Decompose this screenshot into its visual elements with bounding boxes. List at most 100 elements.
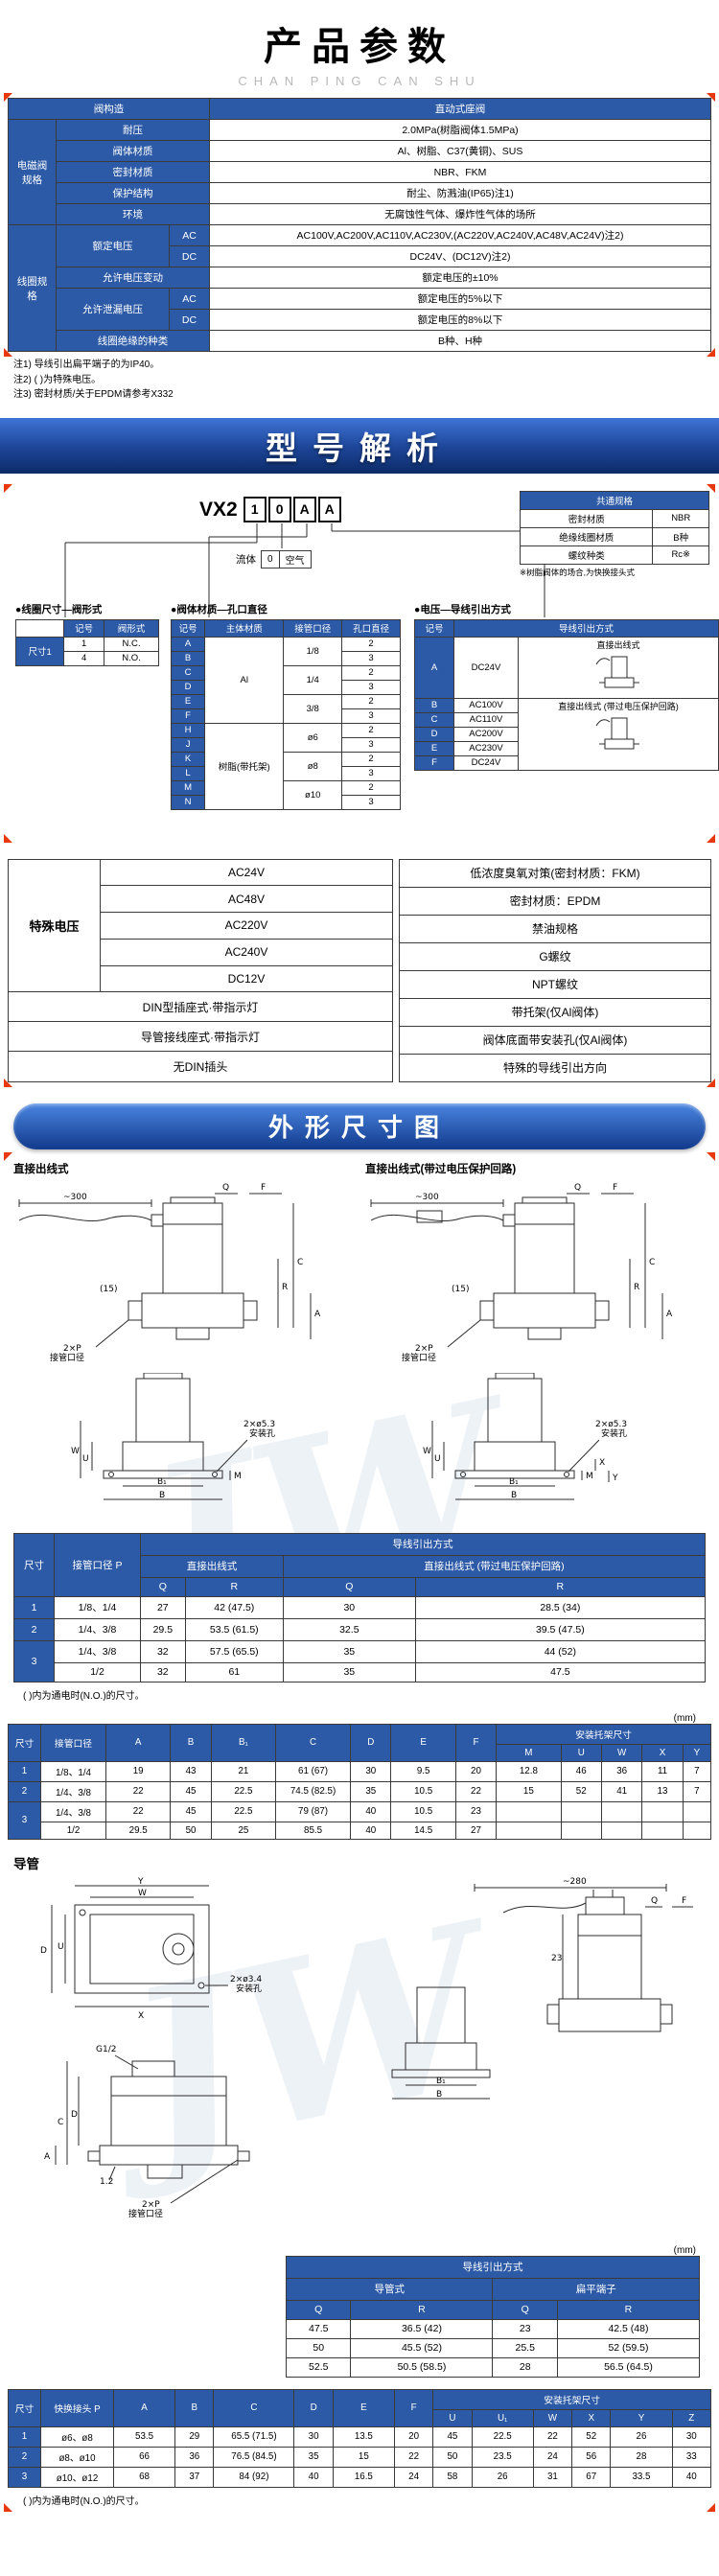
value-cell: 31 (532, 2466, 573, 2488)
spec-sublabel: AC (169, 288, 210, 310)
size-cell: 2 (13, 1617, 55, 1641)
special-extra-row: 无DIN插头 (8, 1051, 393, 1082)
port-cell: ø10 (283, 779, 343, 810)
value-cell: 22.5 (210, 1800, 277, 1822)
valve-pictogram-svg (595, 656, 639, 688)
header-cell: U (432, 2408, 473, 2427)
note-line: 注1) 导线引出扁平端子的为IP40。 (13, 360, 160, 370)
size-cell: 2 (8, 1780, 41, 1802)
svg-text:Q: Q (651, 1896, 658, 1906)
crop-mark (707, 2502, 715, 2512)
crop-mark (707, 348, 715, 357)
value-cell: 14.5 (390, 1821, 456, 1840)
port-cell: 1/2 (40, 1821, 106, 1840)
header-cell: 直接出线式 (带过电压保护回路) (282, 1554, 707, 1578)
svg-text:U: U (434, 1454, 441, 1464)
spec-value: B种 (652, 526, 709, 546)
valve-pictogram-svg (595, 717, 639, 750)
header-cell: R (414, 1576, 707, 1597)
code-cell: J (170, 736, 206, 753)
special-option: 禁油规格 (399, 914, 711, 943)
header-cell: Y (610, 2408, 673, 2427)
svg-text:接管口径: 接管口径 (128, 2208, 163, 2219)
value-cell: 15 (332, 2446, 395, 2468)
voltage-cell: AC200V (453, 726, 519, 742)
value-cell (560, 1800, 602, 1822)
port-cell: ø6 (283, 722, 343, 753)
value-cell: 46 (560, 1760, 602, 1782)
lead-style-cell: 直接出线式 (带过电压保护回路) (517, 697, 719, 771)
table-row: 记号 阀形式 (14, 618, 160, 638)
common-spec-note: ※树脂阀体的场合,为快换接头式 (520, 567, 635, 577)
table-row: 尺寸 接管口径 A B B₁ C D E F 安装托架尺寸 (8, 1723, 711, 1762)
svg-text:G1/2: G1/2 (96, 2045, 116, 2054)
spec-label: 允许泄漏电压 (56, 288, 170, 331)
crop-mark (4, 483, 12, 493)
model-code-box: A (292, 496, 316, 522)
model-code-box: 0 (267, 496, 291, 522)
size-label: 尺寸1 (14, 636, 65, 666)
svg-text:接管口径: 接管口径 (402, 1352, 436, 1363)
svg-text:R: R (282, 1283, 288, 1292)
material-cell: 树脂(带托架) (204, 722, 285, 810)
header-cell: Y (682, 1743, 712, 1762)
value-cell: 32 (140, 1639, 186, 1663)
model-prefix: VX2 (199, 498, 238, 521)
value-cell: 42 (47.5) (184, 1595, 284, 1619)
special-option-row: 禁油规格 (399, 914, 711, 943)
model-analysis-banner: 型号解析 (0, 417, 719, 474)
spec-value: 额定电压的8%以下 (209, 309, 711, 331)
svg-text:F: F (613, 1183, 617, 1193)
spec-sublabel: DC (169, 309, 210, 331)
code-cell: B (413, 697, 455, 713)
code-cell: H (170, 722, 206, 738)
table-row: 保护结构 耐尘、防溅油(IP65)注1) (9, 182, 711, 204)
spec-value: AC100V,AC200V,AC110V,AC230V,(AC220V,AC24… (209, 224, 711, 246)
fluid-value: 空气 (278, 549, 312, 569)
value-cell: 52 (59.5) (556, 2337, 701, 2358)
spec-value: 无腐蚀性气体、爆炸性气体的场所 (209, 203, 711, 225)
port-cell: 1/4、3/8 (54, 1617, 141, 1641)
value-cell (682, 1821, 712, 1840)
unit-label: (mm) (673, 2244, 696, 2256)
value-cell: 20 (393, 2425, 434, 2448)
voltage-cell: AC230V (453, 740, 519, 756)
port-cell: 3/8 (283, 693, 343, 724)
value-cell (600, 1821, 643, 1840)
size-cell: 1 (8, 1760, 41, 1782)
spec-table: 阀构造 直动式座阀 电磁阀规格 耐压 2.0MPa(树脂阀体1.5MPa) 阀体… (8, 98, 711, 352)
svg-text:D: D (71, 2110, 78, 2120)
value-cell: 7 (682, 1780, 712, 1802)
table-note: ( )内为通电时(N.O.)的尺寸。 (23, 1690, 145, 1702)
spec-label: 阀构造 (8, 98, 210, 120)
header-cell: R (184, 1576, 284, 1597)
voltage-cell: AC110V (453, 711, 519, 728)
code-cell: 1 (63, 636, 104, 652)
svg-text:~280: ~280 (563, 1877, 587, 1887)
table-row: 环境 无腐蚀性气体、爆炸性气体的场所 (9, 203, 711, 225)
value-cell: 36 (600, 1760, 643, 1782)
special-option-row: 密封材质：EPDM (399, 886, 711, 916)
header-cell: 扁平端子 (492, 2277, 700, 2301)
value-cell: 13.5 (332, 2425, 395, 2448)
code-cell: F (413, 754, 455, 771)
crop-mark (4, 348, 12, 357)
orifice-cell: 3 (341, 736, 401, 753)
port-cell: ø6、ø8 (40, 2425, 114, 2448)
value-cell: 26 (610, 2425, 673, 2448)
voltage-cell: DC24V (453, 754, 519, 771)
lead-style-cell: 直接出线式 (517, 636, 719, 699)
spec-value: 耐尘、防溅油(IP65)注1) (209, 182, 711, 204)
header-cell: F (454, 1723, 498, 1762)
svg-text:F: F (261, 1183, 266, 1193)
